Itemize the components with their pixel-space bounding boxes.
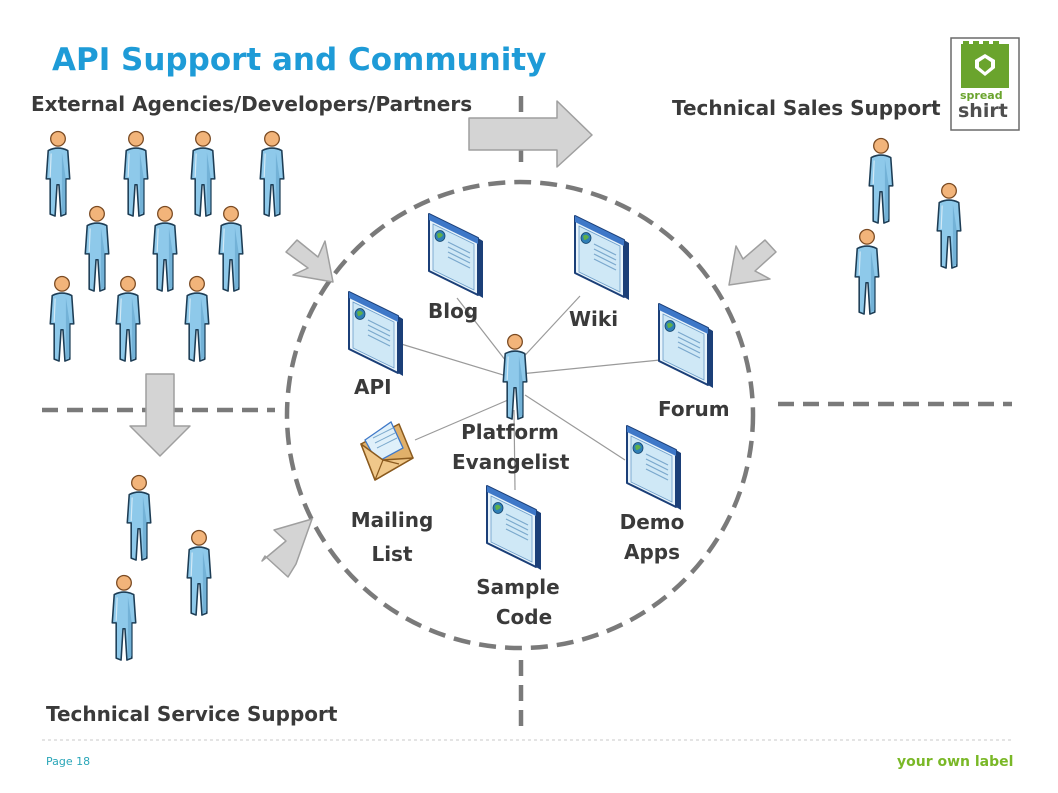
- mailing-list-line2: List: [371, 542, 413, 566]
- person-icon: [115, 275, 141, 362]
- web-page-icon: [574, 215, 630, 301]
- person-icon: [868, 137, 894, 224]
- arrow-icon: [261, 518, 313, 578]
- sample-code-label: Sample Code: [470, 572, 566, 632]
- arrow-icon: [129, 373, 191, 457]
- person-icon: [111, 574, 137, 661]
- envelope-icon: [360, 421, 414, 481]
- person-icon: [502, 333, 528, 420]
- sales-support-group: [854, 137, 962, 315]
- person-icon: [259, 130, 285, 217]
- person-icon: [126, 474, 152, 561]
- sample-code-line1: Sample: [476, 575, 560, 599]
- forum-label: Forum: [658, 397, 730, 421]
- person-icon: [186, 529, 212, 616]
- web-page-icon: [658, 303, 714, 389]
- demo-apps-line1: Demo: [619, 510, 685, 534]
- web-page-icon: [626, 425, 682, 511]
- sales-group-label: Technical Sales Support: [672, 96, 941, 120]
- arrow-icon: [468, 100, 593, 168]
- logo-text-shirt: shirt: [958, 100, 1008, 122]
- person-icon: [84, 205, 110, 292]
- person-icon: [854, 228, 880, 315]
- external-developers-group: [45, 130, 285, 362]
- evangelist-label: Platform Evangelist: [452, 417, 570, 477]
- demo-apps-label: Demo Apps: [612, 507, 692, 567]
- page-title: API Support and Community: [52, 42, 547, 78]
- flow-arrows: [129, 100, 777, 578]
- demo-apps-line2: Apps: [623, 540, 680, 564]
- mailing-list-label: Mailing List: [345, 505, 439, 573]
- footer-label: your own label: [897, 754, 1014, 770]
- dashed-separators: [42, 96, 1012, 730]
- person-icon: [45, 130, 71, 217]
- person-icon: [49, 275, 75, 362]
- service-support-group: [111, 474, 212, 661]
- spreadshirt-logo: [950, 37, 1020, 131]
- person-icon: [190, 130, 216, 217]
- person-icon: [184, 275, 210, 362]
- web-page-icon: [428, 213, 484, 299]
- evangelist-label-line2: Evangelist: [452, 450, 570, 474]
- sample-code-line2: Code: [495, 605, 553, 629]
- api-label: API: [354, 375, 392, 399]
- person-icon: [218, 205, 244, 292]
- external-group-label: External Agencies/Developers/Partners: [31, 92, 473, 116]
- channel-icons: [348, 213, 714, 571]
- community-circle: [284, 179, 756, 651]
- spokes: [387, 295, 661, 491]
- arrow-icon: [728, 239, 777, 286]
- web-page-icon: [348, 291, 404, 377]
- blog-label: Blog: [428, 299, 479, 323]
- evangelist-label-line1: Platform: [461, 420, 559, 444]
- logo-text-spread: spread: [960, 89, 1003, 102]
- arrow-icon: [285, 239, 334, 283]
- person-icon: [152, 205, 178, 292]
- person-icon: [936, 182, 962, 269]
- person-icon: [123, 130, 149, 217]
- mailing-list-line1: Mailing: [350, 508, 434, 532]
- wiki-label: Wiki: [569, 307, 619, 331]
- web-page-icon: [486, 485, 542, 571]
- page-number: Page 18: [46, 755, 91, 768]
- service-group-label: Technical Service Support: [46, 702, 338, 726]
